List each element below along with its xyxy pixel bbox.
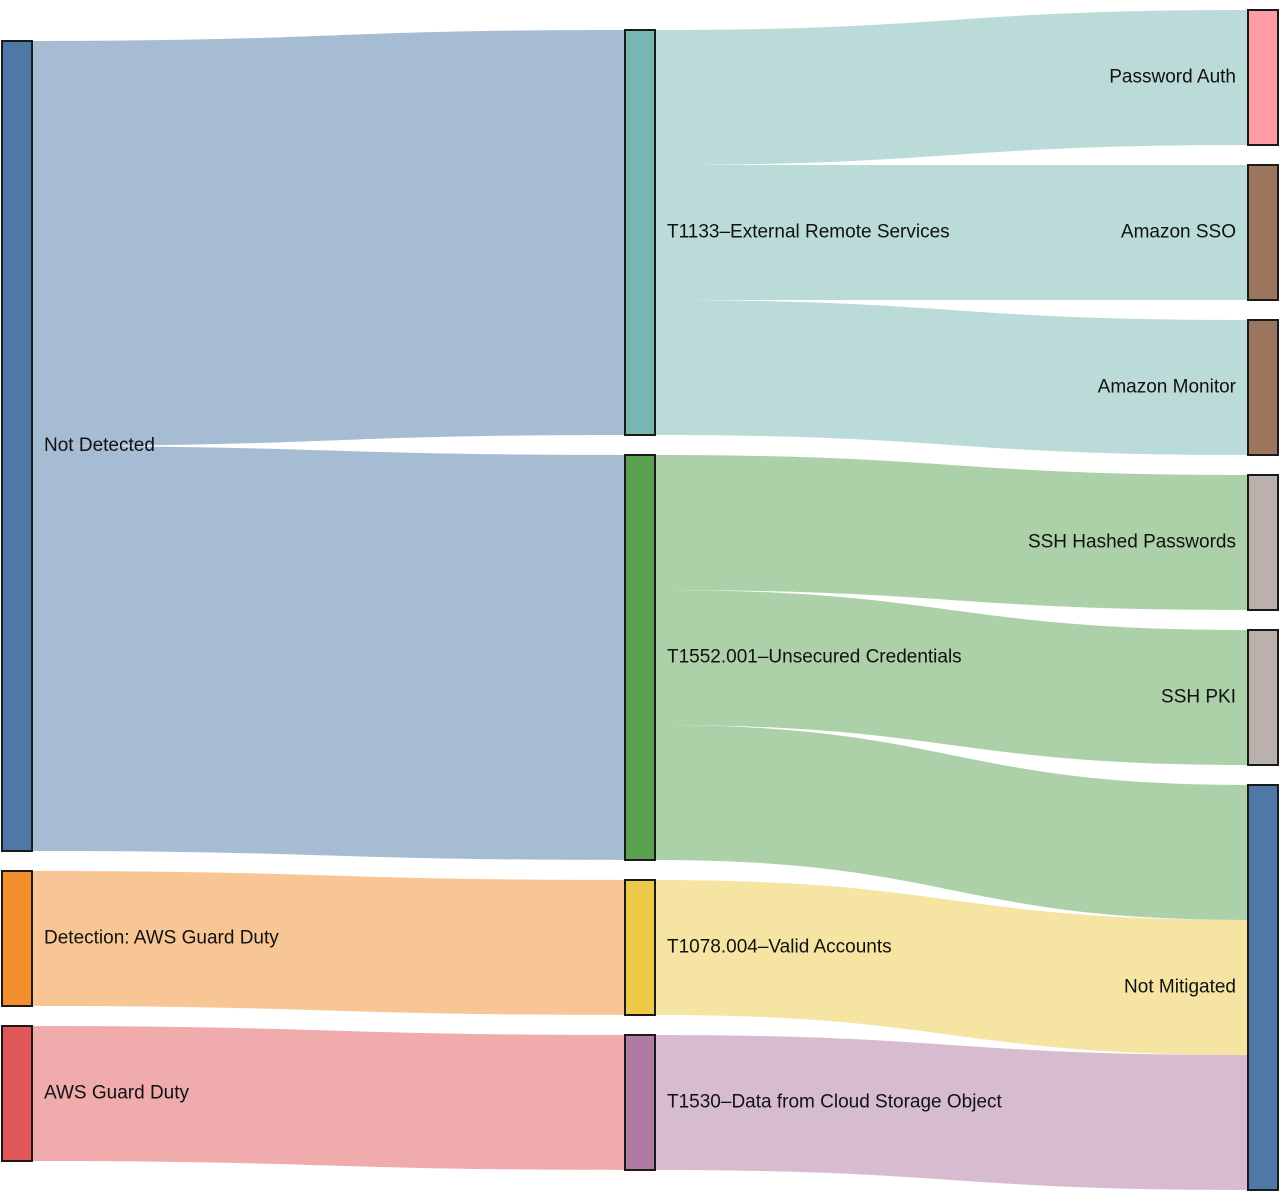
link-t1530-to-not_mitigated [655, 1035, 1248, 1190]
node-ssh-hashed-passwords [1247, 474, 1279, 611]
node-label-not-detected: Not Detected [44, 435, 155, 456]
link-t1552-to-ssh_pki [655, 590, 1248, 765]
node-amazon-monitor [1247, 319, 1279, 456]
link-t1552-to-ssh_hash [655, 455, 1248, 610]
node-label-detection-aws-guard-duty: Detection: AWS Guard Duty [44, 928, 279, 949]
link-t1552-to-not_mitigated [655, 725, 1248, 920]
node-label-aws-guard-duty: AWS Guard Duty [44, 1083, 190, 1104]
link-t1078-to-not_mitigated [655, 880, 1248, 1055]
link-t1133-to-sso [655, 165, 1248, 300]
link-t1133-to-pw_auth [655, 10, 1248, 165]
link-not_detected-to-t1133 [32, 30, 625, 446]
node-label-t1078-004-valid-accounts: T1078.004–Valid Accounts [667, 937, 892, 958]
node-label-t1133-external-remote-services: T1133–External Remote Services [667, 222, 950, 243]
link-aws_guard-to-t1530 [32, 1026, 625, 1170]
node-label-amazon-sso: Amazon SSO [1121, 222, 1236, 243]
node-amazon-sso [1247, 164, 1279, 301]
node-label-t1530-data-from-cloud-storage-object: T1530–Data from Cloud Storage Object [667, 1092, 1003, 1113]
node-t1530-data-from-cloud-storage-object [624, 1034, 656, 1171]
link-layer [32, 10, 1248, 1190]
node-label-not-mitigated: Not Mitigated [1124, 977, 1236, 998]
node-t1552-001-unsecured-credentials [624, 454, 656, 861]
node-label-ssh-hashed-passwords: SSH Hashed Passwords [1028, 532, 1236, 553]
link-detection_guard-to-t1078 [32, 871, 625, 1015]
node-ssh-pki [1247, 629, 1279, 766]
node-not-mitigated [1247, 784, 1279, 1191]
link-not_detected-to-t1552 [32, 446, 625, 860]
node-aws-guard-duty [1, 1025, 33, 1162]
link-t1133-to-monitor [655, 300, 1248, 455]
node-label-t1552-001-unsecured-credentials: T1552.001–Unsecured Credentials [667, 647, 962, 668]
node-detection-aws-guard-duty [1, 870, 33, 1007]
node-label-password-auth: Password Auth [1109, 67, 1236, 88]
node-not-detected [1, 40, 33, 852]
node-t1133-external-remote-services [624, 29, 656, 436]
node-layer [1, 9, 1279, 1191]
node-label-ssh-pki: SSH PKI [1161, 687, 1236, 708]
node-password-auth [1247, 9, 1279, 146]
node-t1078-004-valid-accounts [624, 879, 656, 1016]
node-label-amazon-monitor: Amazon Monitor [1098, 377, 1237, 398]
